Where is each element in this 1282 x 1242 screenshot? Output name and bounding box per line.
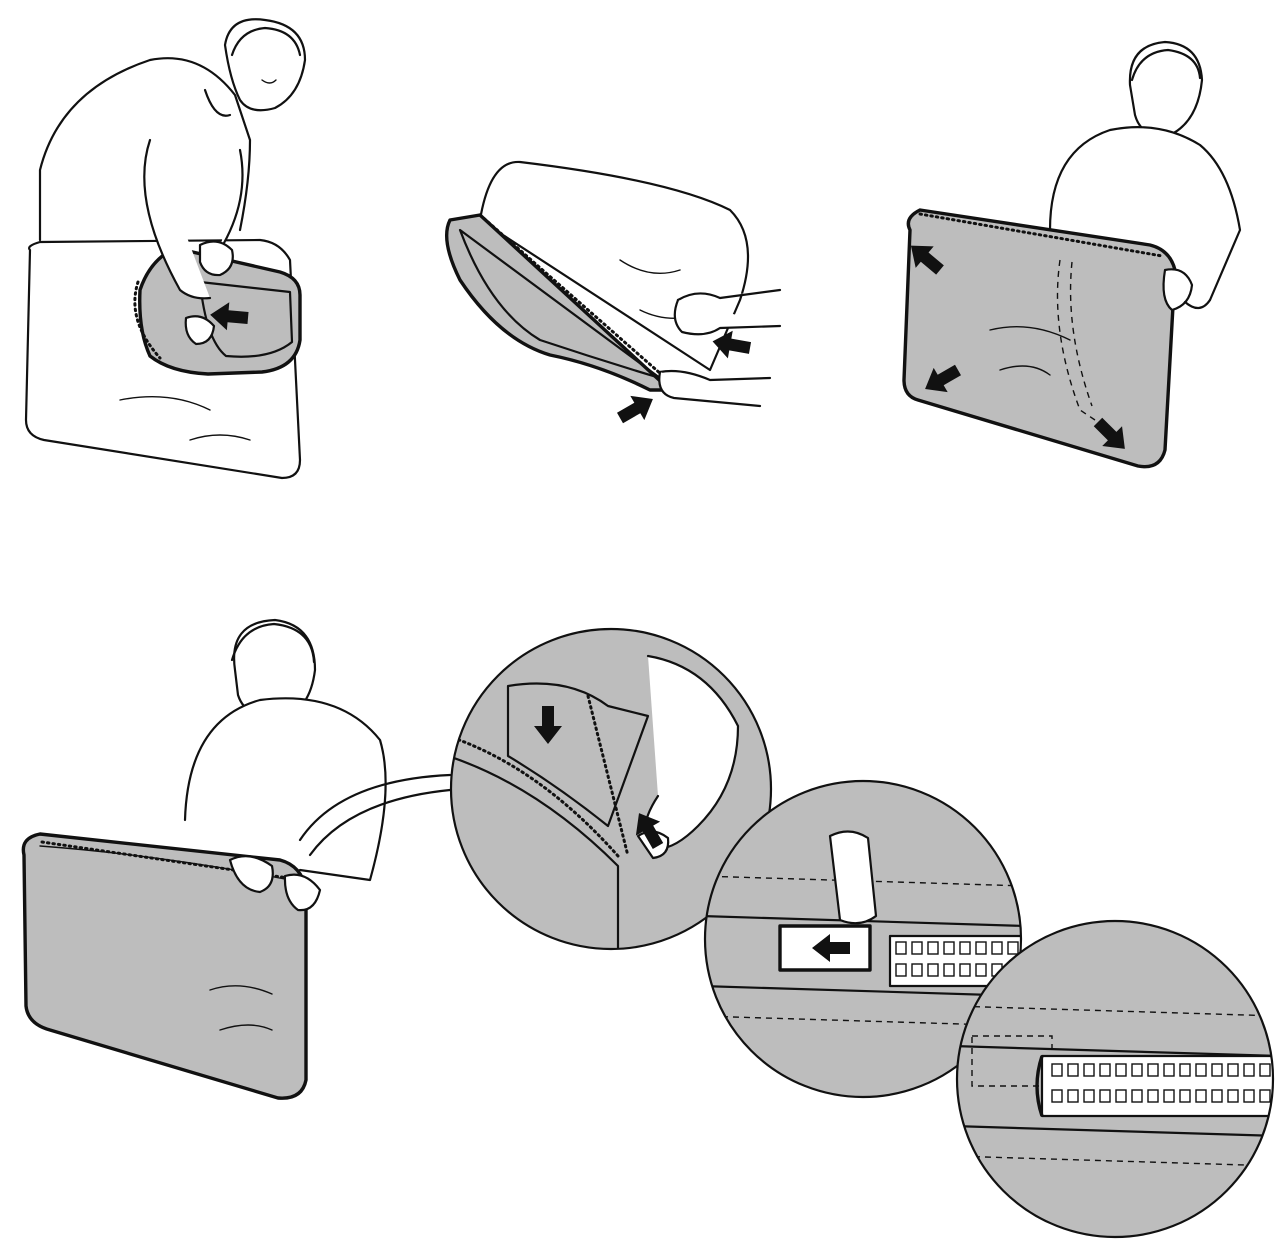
arrow-icon bbox=[925, 364, 961, 393]
arrow-icon bbox=[210, 302, 249, 331]
step-1-insert-cushion bbox=[24, 18, 307, 480]
arrow-icon bbox=[534, 706, 562, 744]
step-7-zipper-closed-detail bbox=[955, 919, 1275, 1239]
arrow-icon bbox=[910, 245, 944, 275]
arrow-icon bbox=[812, 934, 850, 962]
step-3-smooth-corners bbox=[902, 40, 1242, 469]
arrow-icon bbox=[617, 395, 653, 424]
arrow-icon bbox=[712, 330, 752, 359]
step-4-close-zipper bbox=[21, 618, 452, 1100]
arrow-icon bbox=[1093, 417, 1125, 449]
step-2-pull-cover bbox=[444, 160, 782, 424]
step-6-zipper-pull-detail bbox=[703, 779, 1023, 1099]
arrow-icon bbox=[635, 813, 664, 849]
